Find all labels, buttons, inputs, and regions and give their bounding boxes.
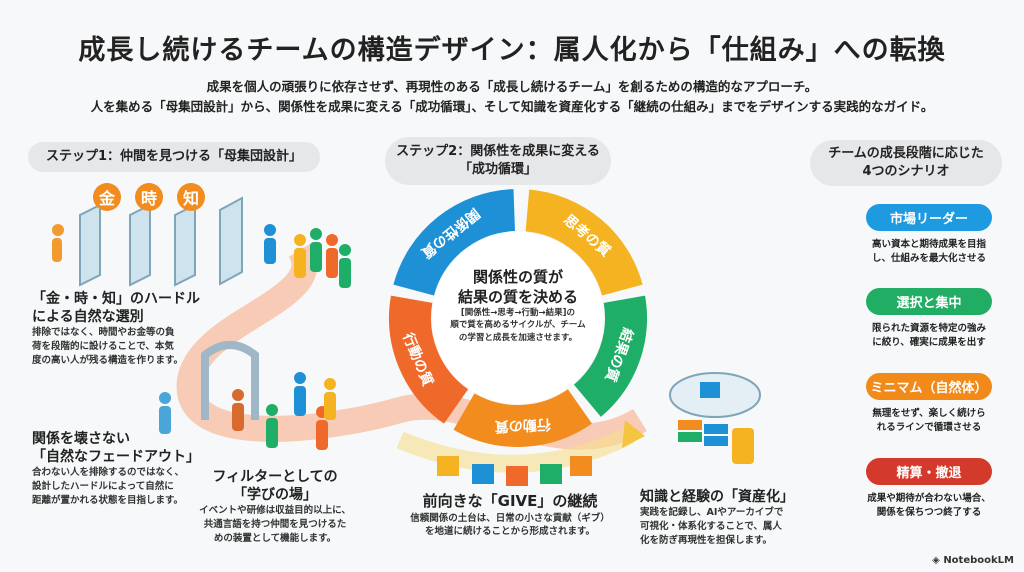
fadeout-title-2: 「自然なフェードアウト」 [32,449,200,466]
cycle-segment [453,388,592,447]
scenario-focus-desc: 限られた資源を特定の強みに絞り、確実に成果を出す [850,322,1008,351]
scenarios-label: チームの成長段階に応じた 4つのシナリオ [810,140,1002,186]
cycle-segment [393,189,516,297]
cycle-center-text: 関係性の質が 結果の質を決める [関係性→思考→行動→結果]の 順で質を高めるサ… [440,268,596,344]
learning-people-icon [159,372,336,450]
desc-line: に絞り、確実に成果を出す [872,337,986,349]
runner-icon [52,224,64,262]
scenario-minimum-desc: 無理をせず、楽しく続けられるラインで循環させる [850,407,1008,436]
learning-body-3: めの装置として機能します。 [213,532,337,544]
learning-block: フィルターとしての 「学びの場」 イベントや研修は収益目的以上に、 共通言語を持… [190,468,360,546]
center-body-1: [関係性→思考→行動→結果]の [460,308,576,318]
page-title: 成長し続けるチームの構造デザイン：属人化から「仕組み」への転換 [78,35,946,66]
cycle-segment [389,295,469,424]
fadeout-title-1: 関係を壊さない [32,431,130,447]
selection-title-1: 「金・時・知」のハードル [32,291,200,307]
hurdle-knowledge-badge: 知 [177,183,205,211]
gift-icons [437,456,592,486]
subtitle-line-2: 人を集める「母集団設計」から、関係性を成果に変える「成功循環」、そして知識を資産… [90,99,934,114]
desc-line: 関係を保ちつつ終了する [876,507,982,519]
scenario-market-leader-desc: 高い資本と期待成果を目指し、仕組みを最大化させる [850,238,1008,267]
asset-block: 知識と経験の「資産化」 実践を記録し、AIやアーカイブで 可視化・体系化すること… [640,488,820,547]
success-cycle: 関係性の質思考の質結果の質行動の質行動の質 [389,189,647,447]
cycle-segment [524,189,643,297]
scenario-minimum: ミニマム（自然体） [866,373,992,400]
scenarios-label-1: チームの成長段階に応じた [828,146,984,162]
center-body-3: の学習と成長を加速させます。 [458,332,578,343]
desc-line: 無理をせず、楽しく続けら [872,408,986,419]
filter-gate-icon [201,341,259,420]
fadeout-block: 関係を壊さない 「自然なフェードアウト」 合わない人を排除するのではなく、 設計… [32,430,202,508]
team-group-icon [264,224,351,288]
center-title-1: 関係性の質が [472,268,563,286]
selection-title-2: による自然な選別 [32,309,144,326]
scenario-exit-desc: 成果や期待が合わない場合、関係を保ちつつ終了する [850,492,1008,521]
step2-label-1: ステップ2：関係性を成果に変える [396,144,600,160]
learning-body-1: イベントや研修は収益目的以上に、 [199,505,351,517]
selection-block: 「金・時・知」のハードル による自然な選別 排除ではなく、時間やお金等の負 荷を… [32,290,202,368]
selection-body-3: 度の高い人が残る構造を作ります。 [32,354,184,366]
subtitle-line-1: 成果を個人の頑張りに依存させず、再現性のある「成長し続けるチーム」を創るための構… [206,79,818,94]
desc-line: 高い資本と期待成果を目指 [871,239,986,250]
desc-line: 限られた資源を特定の強み [871,323,986,334]
step2-label: ステップ2：関係性を成果に変える 「成功循環」 [385,137,611,185]
give-block: 前向きな「GIVE」の継続 信頼関係の土台は、日常の小さな貢献（ギブ） を地道に… [400,492,620,539]
fadeout-body-2: 設計したハードルによって自然に [32,481,174,493]
cycle-center [432,232,604,404]
asset-title: 知識と経験の「資産化」 [640,489,794,505]
brand-watermark: ◈ NotebookLM [932,555,1014,566]
scenario-exit: 精算・撤退 [866,458,992,485]
give-arrow-head [622,420,645,448]
cycle-segment-label: 行動の質 [494,416,552,435]
asset-body-3: 化を防ぎ再現性を担保します。 [640,534,773,546]
hurdle-time-badge: 時 [135,183,163,211]
step2-label-2: 「成功循環」 [458,162,537,177]
cloud-server-icon [669,372,761,464]
scenario-market-leader: 市場リーダー [866,204,992,231]
center-body-2: 順で質を高めるサイクルが、チーム [450,320,586,331]
hurdle-money-badge: 金 [93,183,121,211]
fadeout-body-3: 距離が置かれる状態を目指します。 [32,494,184,506]
asset-body-2: 可視化・体系化することで、属人 [640,520,782,532]
asset-body-1: 実践を記録し、AIやアーカイブで [640,507,784,519]
desc-line: れるラインで循環させる [876,422,982,434]
desc-line: 成果や期待が合わない場合、 [867,493,991,504]
selection-body-2: 荷を段階的に設けることで、本気 [32,341,174,353]
give-body-1: 信頼関係の土台は、日常の小さな貢献（ギブ） [410,512,610,524]
give-title: 前向きな「GIVE」の継続 [422,492,598,510]
fadeout-body-1: 合わない人を排除するのではなく、 [32,467,185,479]
learning-body-2: 共通言語を持つ仲間を見つけるた [203,519,347,531]
brand-text: NotebookLM [943,555,1014,566]
desc-line: し、仕組みを最大化させる [871,253,986,265]
give-flow-arrow [396,426,635,473]
scenarios-label-2: 4つのシナリオ [862,164,950,179]
hurdle-gates [79,196,243,287]
learning-title-2: 「学びの場」 [233,487,317,504]
step1-label: ステップ1：仲間を見つける「母集団設計」 [28,142,320,172]
give-body-2: を地道に続けることから形成されます。 [424,526,596,538]
center-title-2: 結果の質を決める [457,287,578,306]
selection-body-1: 排除ではなく、時間やお金等の負 [32,327,175,339]
learning-title-1: フィルターとしての [212,469,338,485]
cycle-segment [573,295,647,417]
scenario-focus: 選択と集中 [866,288,992,315]
